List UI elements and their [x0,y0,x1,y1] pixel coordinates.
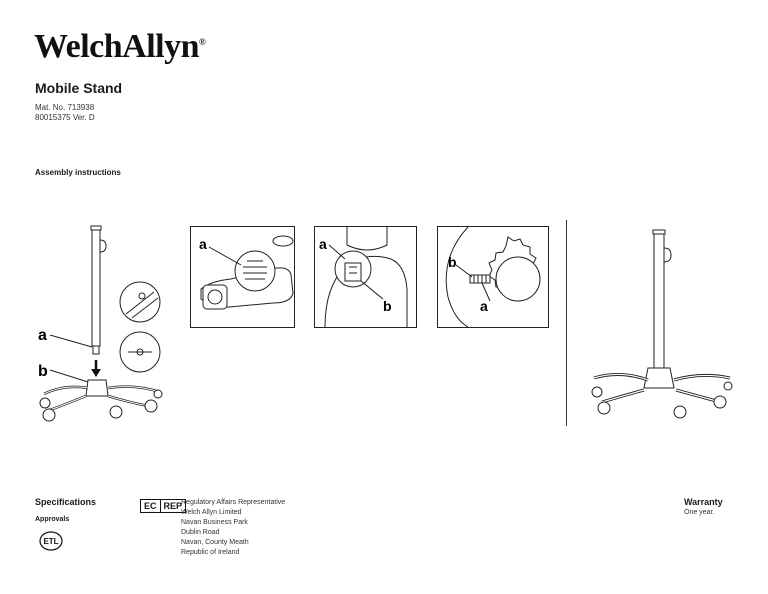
trademark-symbol: ® [199,37,206,47]
rep-label: REP [160,499,187,513]
panel3-callout-b: b [448,254,457,270]
ec-rep-symbol: EC REP [140,499,187,513]
document-version: 80015375 Ver. D [35,113,95,122]
etl-certification-icon: ETL [39,531,63,551]
panel1-callout-a: a [199,236,207,252]
callout-a: a [38,327,47,344]
panel2-callout-b: b [383,298,392,314]
material-number: Mat. No. 713938 [35,103,95,112]
assembly-heading: Assembly instructions [35,168,121,177]
page-title: Mobile Stand [35,80,123,96]
document-meta: Mat. No. 713938 80015375 Ver. D [35,103,95,123]
address-line: Dublin Road [181,529,220,536]
connector-detail-drawing: a [199,235,294,310]
address-line: Welch Allyn Limited [181,509,242,516]
warranty-heading: Warranty [684,497,723,507]
etl-mark-text: ETL [43,537,58,546]
socket-detail-drawing: a b [319,227,408,328]
approvals-label: Approvals [35,516,70,523]
stand-exploded-figure: a b [38,225,163,422]
detail-panel-3: b a [437,226,549,328]
specifications-heading: Specifications [35,497,97,507]
address-line: Navan Business Park [181,519,248,526]
stand-assembled-figure [591,229,733,419]
ec-label: EC [140,499,161,513]
address-line: Republic of Ireland [181,549,240,556]
address-line: Navan, County Meath [181,539,249,546]
address-line: Regulatory Affairs Representative [181,499,286,506]
panel3-callout-a: a [480,298,488,314]
gear-detail-drawing: b a [445,226,541,328]
vertical-divider [566,220,567,426]
welch-allyn-logo: WelchAllyn® [34,28,206,65]
detail-panel-2: a b [314,226,417,328]
ec-rep-address: Regulatory Affairs Representative Welch … [181,498,285,558]
panel2-callout-a: a [319,236,327,252]
callout-b: b [38,363,48,380]
warranty-value: One year. [684,509,715,516]
detail-panel-1: a [190,226,295,328]
